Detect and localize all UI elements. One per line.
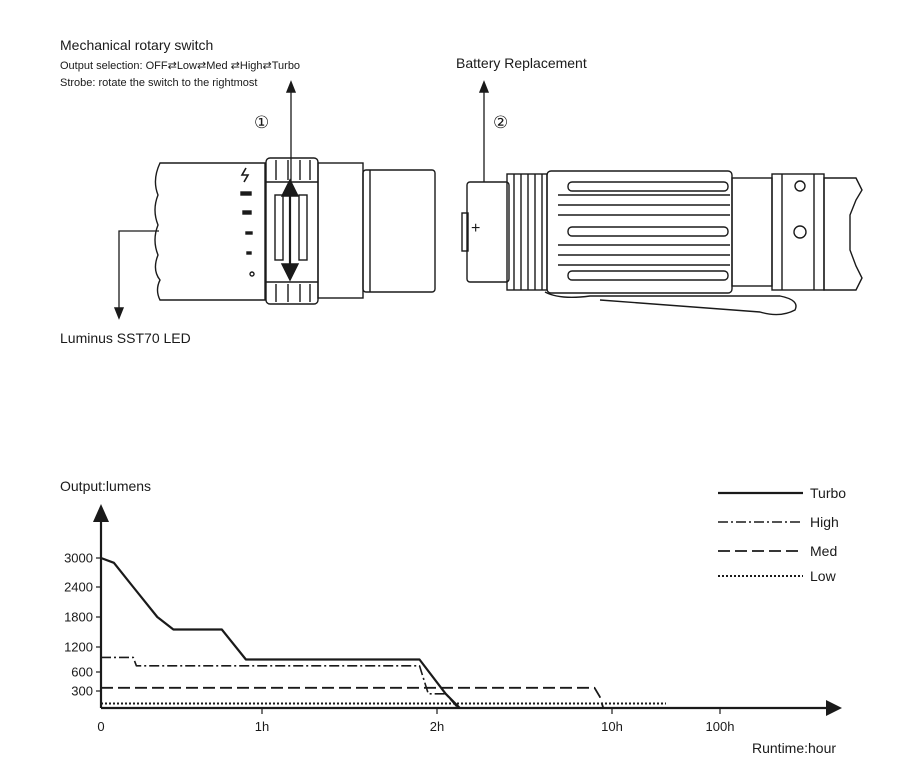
step-one-marker: ① [254, 113, 270, 132]
step-two-marker: ② [493, 113, 509, 132]
led-label: Luminus SST70 LED [60, 330, 191, 346]
legend-label-low: Low [810, 568, 837, 584]
chart-y-axis-label: Output:lumens [60, 478, 152, 494]
output-selection-text: Output selection: OFF⇄Low⇄Med ⇄High⇄Turb… [60, 60, 301, 72]
y-axis-arrowhead [93, 504, 109, 522]
y-tick-label: 300 [71, 684, 93, 699]
flashlight-head-drawing [113, 80, 436, 320]
battery-replacement-label: Battery Replacement [456, 55, 587, 71]
series-line-high [101, 656, 459, 709]
y-tick-label: 1800 [64, 610, 93, 625]
x-axis-arrowhead [826, 700, 842, 716]
y-tick-label: 600 [71, 665, 93, 680]
y-tick-label: 3000 [64, 551, 93, 566]
flashlight-illustration [113, 80, 863, 320]
x-tick-label: 1h [255, 719, 269, 734]
series-line-turbo [100, 556, 461, 709]
y-tick-label: 2400 [64, 580, 93, 595]
x-tick-label: 2h [430, 719, 444, 734]
x-tick-label: 100h [706, 719, 735, 734]
y-tick-label: 1200 [64, 640, 93, 655]
chart-x-axis-label: Runtime:hour [752, 740, 837, 756]
flashlight-body-drawing [461, 80, 863, 316]
x-tick-label: 10h [601, 719, 623, 734]
series-line-med [101, 686, 605, 709]
legend-label-turbo: Turbo [810, 485, 846, 501]
rotary-switch-title: Mechanical rotary switch [60, 37, 214, 53]
battery-plus-sign: + [471, 220, 481, 237]
legend-label-med: Med [810, 543, 837, 559]
x-tick-label: 0 [97, 719, 104, 734]
strobe-text: Strobe: rotate the switch to the rightmo… [60, 77, 258, 89]
legend-label-high: High [810, 514, 839, 530]
